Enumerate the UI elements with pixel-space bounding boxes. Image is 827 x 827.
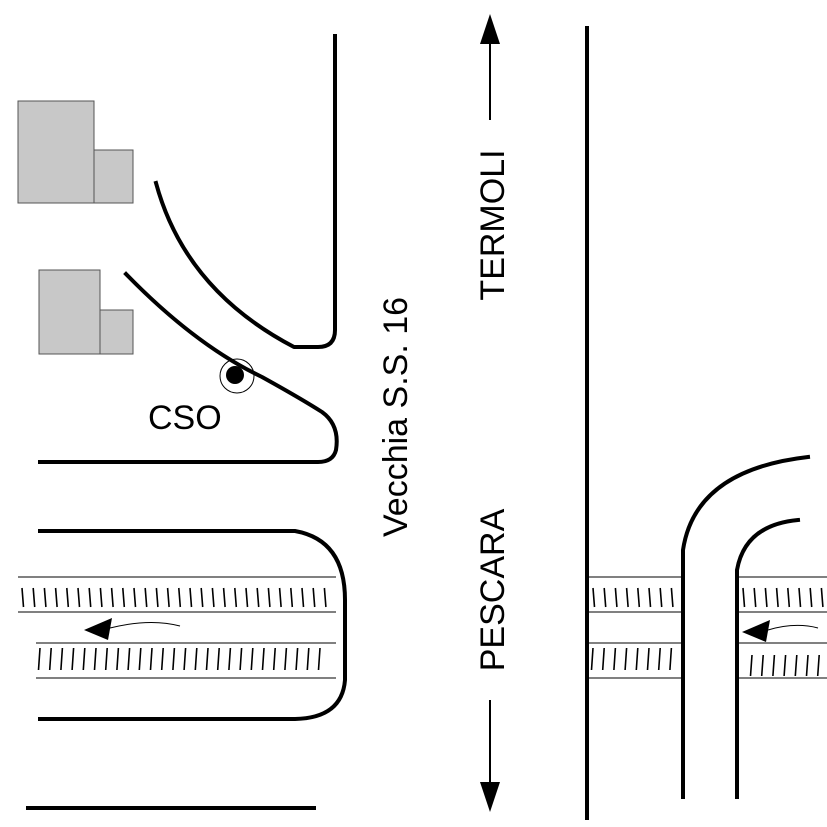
arrow-down-icon: [480, 700, 500, 812]
west-junction-edge: [38, 529, 347, 721]
station-dot-icon: [219, 358, 255, 394]
buildings: [17, 100, 134, 355]
lane-hatching: [590, 647, 673, 671]
lane-hatching: [21, 587, 327, 608]
east-junction: [587, 454, 827, 799]
station-marker: CSO: [148, 358, 255, 437]
building: [99, 309, 134, 355]
west-lanes: [18, 576, 336, 679]
lane-hatching: [749, 654, 820, 677]
south-destination-label: PESCARA: [474, 508, 512, 671]
lower-access-edge: [38, 271, 339, 464]
road-name-label: Vecchia S.S. 16: [377, 297, 415, 537]
arrow-up-icon: [480, 14, 500, 120]
building: [93, 149, 134, 204]
lane-hatching: [592, 587, 674, 608]
building: [38, 269, 101, 355]
upper-access-edge: [153, 34, 337, 349]
station-label: CSO: [148, 399, 222, 437]
lane-hatching: [742, 587, 824, 608]
west-road-edges: [26, 34, 347, 810]
north-destination-label: TERMOLI: [474, 149, 512, 300]
east-junction-inner-edge: [735, 517, 801, 799]
arrow-left-icon: [742, 620, 819, 642]
building: [17, 100, 95, 204]
main-road: TERMOLI PESCARA Vecchia S.S. 16: [377, 14, 589, 820]
lane-hatching: [37, 647, 321, 671]
arrow-left-icon: [84, 618, 181, 640]
east-junction-outer-edge: [681, 454, 811, 799]
